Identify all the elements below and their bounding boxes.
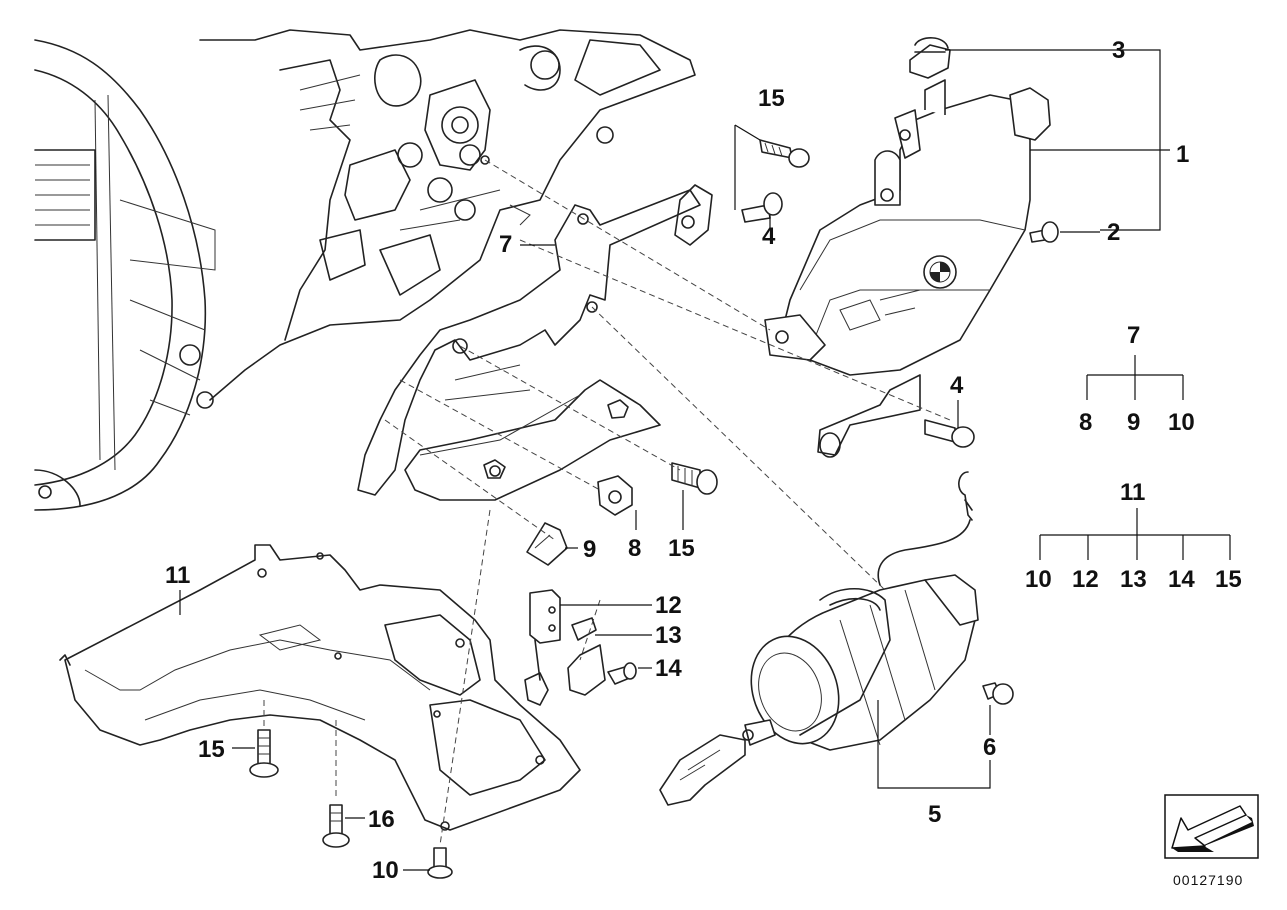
callout-7-bracket: 7 <box>499 231 512 258</box>
callout-8-clip: 8 <box>628 535 641 562</box>
callout-3: 3 <box>1112 37 1125 64</box>
screw-part-15-bottom <box>249 729 279 778</box>
callout-9-tree: 9 <box>1127 409 1140 436</box>
callout-12-part: 12 <box>655 592 682 619</box>
callout-13-part: 13 <box>655 622 682 649</box>
arrow-southwest-icon[interactable] <box>1164 794 1259 859</box>
callout-6: 6 <box>983 734 996 761</box>
callout-15-top: 15 <box>758 85 785 112</box>
bolt-part-15-top <box>759 139 810 168</box>
heat-shield-part-11 <box>59 544 581 831</box>
callout-4-right: 4 <box>950 372 964 399</box>
bolt-part-4-top <box>741 192 783 223</box>
callout-7-tree: 7 <box>1127 322 1140 349</box>
bolt-part-2 <box>1029 221 1059 243</box>
callout-9-nut: 9 <box>583 536 596 563</box>
bolt-part-4-right <box>924 419 975 448</box>
callout-13-tree: 13 <box>1120 566 1147 593</box>
screw-part-10 <box>427 847 453 879</box>
bracket-part-12 <box>529 589 561 644</box>
assembly-lines <box>263 159 951 846</box>
bracket-part-7 <box>357 184 713 501</box>
callout-16: 16 <box>368 806 395 833</box>
callout-labels: 1 2 3 4 4 5 6 7 7 8 8 9 9 10 10 10 11 11… <box>165 37 1242 884</box>
callout-10-tree7: 10 <box>1168 409 1195 436</box>
callout-1: 1 <box>1176 141 1189 168</box>
callout-15-tree: 15 <box>1215 566 1242 593</box>
callout-15-bottom: 15 <box>198 736 225 763</box>
callout-14-part: 14 <box>655 655 682 682</box>
callout-10-screw: 10 <box>372 857 399 884</box>
bracket-part-14 <box>524 639 637 706</box>
reservoir-part-1 <box>764 37 1051 458</box>
callout-14-tree: 14 <box>1168 566 1195 593</box>
callout-2: 2 <box>1107 219 1120 246</box>
wire-hook <box>877 471 973 586</box>
callout-11-tree: 11 <box>1120 479 1145 506</box>
callout-10-tree11: 10 <box>1025 566 1052 593</box>
callout-5: 5 <box>928 801 941 828</box>
diagram-number: 00127190 <box>1173 872 1243 888</box>
bmw-roundel-icon <box>923 255 957 289</box>
transmission-housing <box>34 29 696 511</box>
clip-part-8 <box>597 475 633 516</box>
bolt-part-15-center <box>671 462 718 495</box>
callout-4-top: 4 <box>762 223 776 250</box>
callout-8-tree: 8 <box>1079 409 1092 436</box>
bracket-part-13 <box>571 617 597 641</box>
screw-part-6 <box>982 682 1014 705</box>
callout-12-tree: 12 <box>1072 566 1099 593</box>
callout-15-center: 15 <box>668 535 695 562</box>
nut-part-9 <box>526 522 568 566</box>
clutch-actuator-part-5 <box>659 574 979 806</box>
leader-lines <box>179 49 1231 871</box>
callout-11-shield: 11 <box>165 562 190 589</box>
screw-part-16 <box>322 804 350 848</box>
